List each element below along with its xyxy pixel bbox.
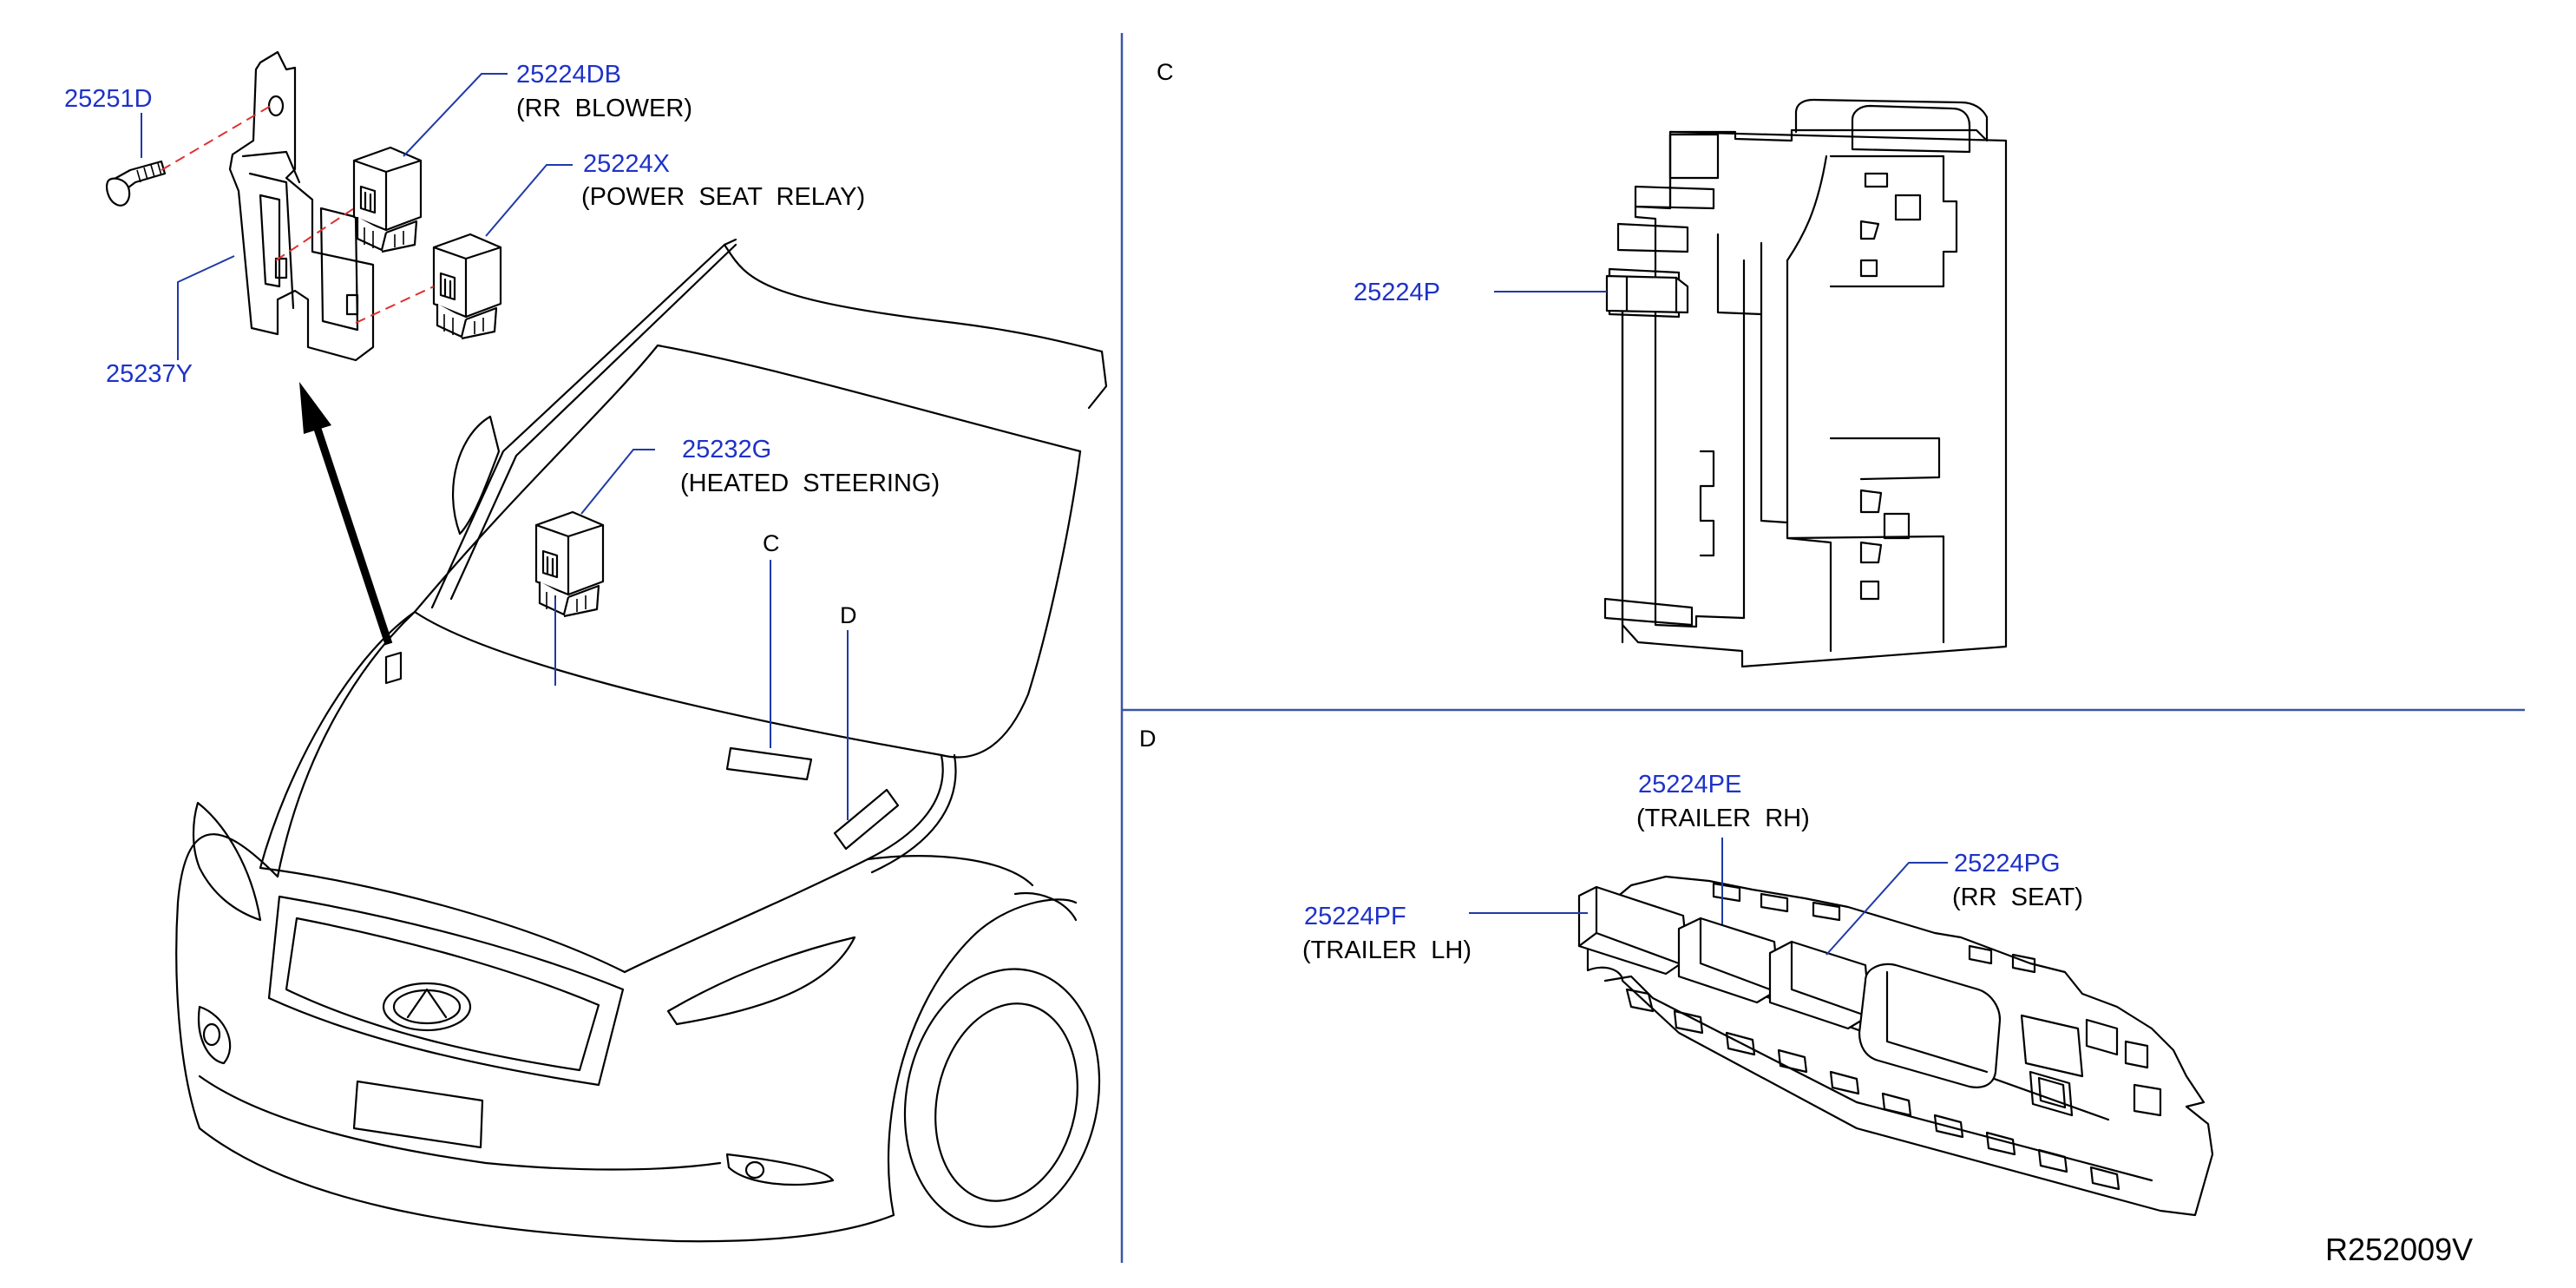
- headlight-right: [666, 936, 856, 1026]
- part-number-25237Y: 25237Y: [106, 360, 193, 388]
- infiniti-badge: [382, 982, 472, 1032]
- location-d-marker: [833, 788, 900, 851]
- wheel-arch: [887, 898, 1078, 1217]
- bolt-25251D: [105, 160, 167, 207]
- a-pillar-inner: [449, 243, 737, 601]
- leader-25224PG: [1825, 862, 1948, 956]
- part-desc-25224PG: (RR SEAT): [1952, 884, 2083, 911]
- a-pillar-outer: [430, 243, 726, 609]
- leader-25237Y: [177, 255, 235, 360]
- part-number-25232G: 25232G: [682, 436, 771, 463]
- hood-front: [259, 610, 626, 974]
- section-d-leaders: [1469, 838, 1948, 956]
- hood-crease: [870, 753, 957, 874]
- bracket-hole: [267, 95, 285, 117]
- front-wheel-tire: [903, 968, 1101, 1228]
- bracket-fold: [241, 150, 301, 184]
- bumper-line: [198, 1074, 722, 1171]
- relay-bracket: [228, 50, 375, 362]
- relay-25224PG: [1768, 940, 1871, 1030]
- location-bracket-marker: [384, 651, 403, 685]
- part-desc-25224DB: (RR BLOWER): [516, 95, 692, 122]
- part-number-25224X: 25224X: [583, 150, 670, 178]
- relay-25224X: [432, 233, 502, 340]
- relay-large: [1858, 963, 2002, 1088]
- license-plate: [352, 1080, 484, 1149]
- part-number-25224PG: 25224PG: [1954, 850, 2061, 877]
- relay-25232G: [534, 510, 605, 618]
- panel-dividers: [1120, 33, 2525, 1263]
- fog-lamp-left-bulb: [202, 1022, 221, 1047]
- part-desc-25232G: (HEATED STEERING): [680, 470, 940, 497]
- section-c-label: C: [1157, 59, 1174, 85]
- fog-lamp-left: [197, 1005, 232, 1065]
- bracket-square-hole-2: [345, 293, 359, 316]
- relay-25224PE: [1677, 917, 1780, 1004]
- bracket-body: [228, 50, 375, 362]
- part-desc-25224X: (POWER SEAT RELAY): [581, 183, 865, 211]
- leader-25232G: [580, 449, 655, 515]
- leader-25224DB: [403, 73, 508, 157]
- callout-c-label: C: [763, 530, 780, 556]
- bracket-tab: [319, 207, 359, 332]
- part-number-25224PE: 25224PE: [1638, 771, 1741, 798]
- windshield: [413, 344, 1082, 759]
- left-leaders: [141, 73, 849, 820]
- headlight-left: [192, 801, 262, 922]
- relay-25224DB: [352, 146, 423, 253]
- part-desc-25224PF: (TRAILER LH): [1302, 936, 1472, 964]
- hood-right-edge: [623, 753, 944, 974]
- rear-pillar: [1087, 350, 1108, 410]
- part-number-25251D: 25251D: [64, 85, 153, 113]
- location-c-marker: [725, 746, 813, 781]
- side-mirror: [452, 415, 501, 536]
- part-desc-25224PE: (TRAILER RH): [1636, 805, 1810, 832]
- drawing-code: R252009V: [2325, 1232, 2473, 1267]
- bracket-slot-inner: [259, 194, 281, 288]
- bracket-square-hole: [274, 257, 288, 279]
- bracket-slot-outer: [248, 172, 295, 310]
- hood-left-edge: [276, 610, 416, 878]
- relay-block-d: [1577, 875, 2214, 1217]
- grille-inner: [285, 917, 600, 1072]
- fog-lamp-right: [725, 1153, 835, 1186]
- wheel-arch-top: [1013, 891, 1078, 922]
- leader-25224X: [485, 164, 573, 237]
- front-wheel-rim: [934, 1002, 1078, 1202]
- part-number-25224DB: 25224DB: [516, 61, 621, 89]
- pillar-top: [723, 238, 737, 246]
- callout-d-label: D: [840, 602, 857, 628]
- fog-lamp-right-bulb: [744, 1160, 765, 1180]
- location-arrow: [299, 382, 393, 646]
- part-number-25224P: 25224P: [1354, 279, 1440, 306]
- roof-line: [656, 344, 1082, 453]
- part-number-25224PF: 25224PF: [1304, 903, 1406, 930]
- section-d-label: D: [1139, 726, 1157, 752]
- front-body: [175, 833, 895, 1243]
- grille-outer: [267, 895, 625, 1087]
- vehicle-illustration: [175, 238, 1108, 1243]
- roof-rail: [723, 243, 1104, 353]
- assembly-guides: [161, 105, 435, 324]
- fuse-block-c: [1603, 98, 2008, 668]
- fender-line: [866, 855, 1034, 887]
